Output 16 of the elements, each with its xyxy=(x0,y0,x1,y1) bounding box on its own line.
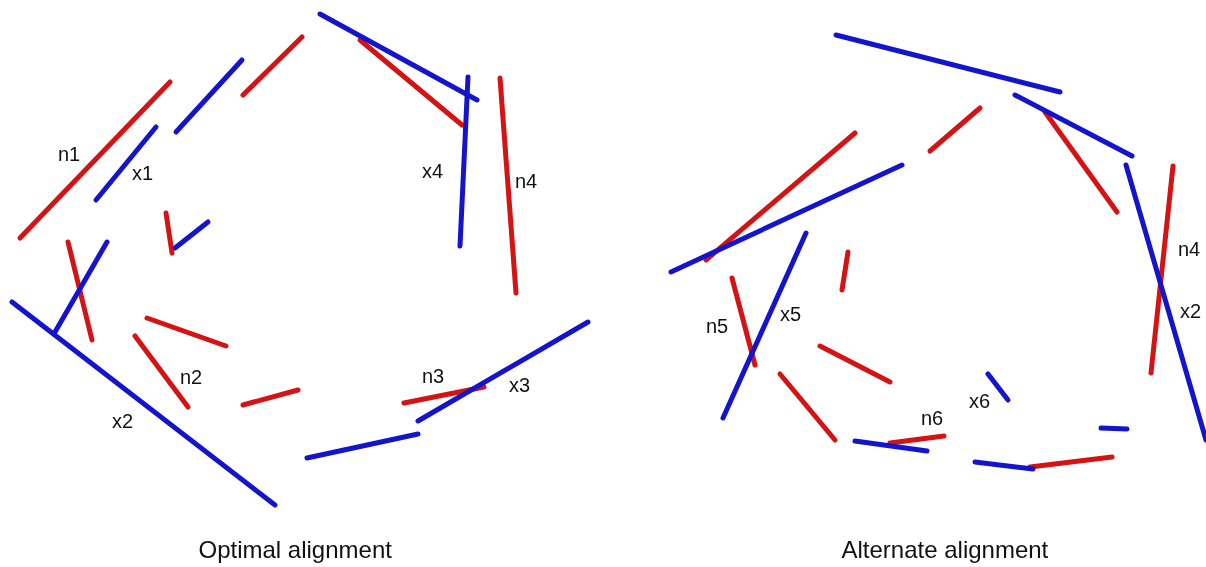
segment-label: n2 xyxy=(180,367,203,387)
segment-label: n3 xyxy=(422,366,445,386)
segment-label: x5 xyxy=(780,304,802,324)
segment-label: x2 xyxy=(112,411,134,431)
segment-label: n1 xyxy=(58,144,81,164)
segment-label: x4 xyxy=(422,161,444,181)
segment-label: x6 xyxy=(969,391,991,411)
segment-label: n6 xyxy=(921,408,944,428)
panel-caption: Optimal alignment xyxy=(198,538,392,562)
segment-label: x1 xyxy=(132,163,154,183)
panel-caption: Alternate alignment xyxy=(841,538,1049,562)
segment-label: n4 xyxy=(515,171,538,191)
segment-label: n5 xyxy=(706,316,729,336)
segment-label: x3 xyxy=(509,375,531,395)
segment-label: n4 xyxy=(1178,239,1201,259)
segment-label: x2 xyxy=(1180,301,1202,321)
